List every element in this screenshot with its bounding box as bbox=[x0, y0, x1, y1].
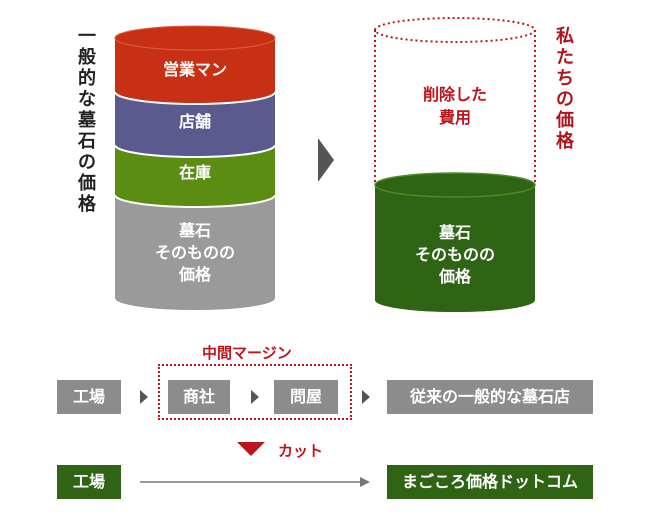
row1-trading-box: 商社 bbox=[168, 380, 230, 414]
row2-store-box: まごころ価格ドットコム bbox=[387, 465, 593, 499]
row2-factory-box: 工場 bbox=[57, 465, 121, 499]
right-title-char-6: 格 bbox=[556, 130, 575, 152]
sales-layer-top bbox=[114, 25, 276, 51]
middle-margin-label: 中間マージン bbox=[202, 344, 292, 362]
removed-top-outline bbox=[374, 17, 536, 43]
base-layer-gray bbox=[115, 195, 275, 310]
direct-flow-arrowhead-icon bbox=[360, 477, 370, 487]
right-cylinder-stack: 削除した 費用 墓石 そのものの 価格 bbox=[374, 17, 536, 312]
removed-label-line2: 費用 bbox=[439, 108, 471, 127]
right-title-char-1: 私 bbox=[556, 26, 574, 47]
arrow-right-icon bbox=[318, 138, 334, 182]
middle-margin-box bbox=[158, 364, 352, 420]
left-vertical-title: 一 般 的 な 墓 石 の 価 格 bbox=[77, 26, 97, 215]
base-layer-green bbox=[375, 185, 535, 312]
base-label-line3: 価格 bbox=[178, 265, 212, 284]
right-base-line1: 墓石 bbox=[438, 223, 471, 242]
base-label-line1: 墓石 bbox=[178, 221, 211, 240]
row1-wholesale-box: 問屋 bbox=[274, 380, 338, 414]
right-vertical-title: 私 た ち の 価 格 bbox=[555, 26, 575, 152]
left-title-char-6: 石 bbox=[77, 131, 96, 152]
right-base-line2: そのものの bbox=[415, 245, 495, 264]
stock-layer bbox=[115, 145, 275, 207]
row1-arrow-1-icon bbox=[140, 390, 148, 404]
stock-label: 在庫 bbox=[179, 163, 211, 182]
left-title-char-4: な bbox=[78, 89, 96, 110]
left-title-char-5: 墓 bbox=[77, 110, 97, 131]
row1-store-box: 従来の一般的な墓石店 bbox=[387, 380, 593, 414]
row1-arrow-3-icon bbox=[362, 390, 370, 404]
row1-factory-box: 工場 bbox=[57, 380, 121, 414]
left-title-char-2: 般 bbox=[78, 46, 96, 68]
cut-down-arrow-icon bbox=[237, 442, 265, 456]
right-title-char-4: の bbox=[556, 89, 574, 110]
right-title-char-5: 価 bbox=[555, 109, 574, 131]
row1-arrow-2-icon bbox=[251, 390, 259, 404]
right-base-line3: 価格 bbox=[438, 267, 472, 286]
cut-label: カット bbox=[278, 442, 324, 460]
store-layer bbox=[115, 92, 275, 157]
right-title-char-2: た bbox=[556, 47, 574, 68]
sales-layer bbox=[115, 38, 275, 104]
sales-label: 営業マン bbox=[163, 60, 227, 79]
base-layer-green-top bbox=[374, 172, 536, 198]
left-title-char-7: の bbox=[78, 152, 96, 173]
left-title-char-9: 格 bbox=[78, 193, 97, 215]
store-label: 店舗 bbox=[179, 112, 211, 131]
base-label-line2: そのものの bbox=[155, 243, 235, 262]
left-title-char-3: 的 bbox=[78, 67, 96, 89]
removed-label-line1: 削除した bbox=[423, 85, 487, 104]
left-cylinder-stack: 営業マン 店舗 在庫 墓石 そのものの 価格 bbox=[114, 25, 276, 310]
left-title-char-1: 一 bbox=[78, 26, 96, 47]
right-title-char-3: ち bbox=[556, 68, 574, 89]
left-title-char-8: 価 bbox=[77, 172, 96, 194]
